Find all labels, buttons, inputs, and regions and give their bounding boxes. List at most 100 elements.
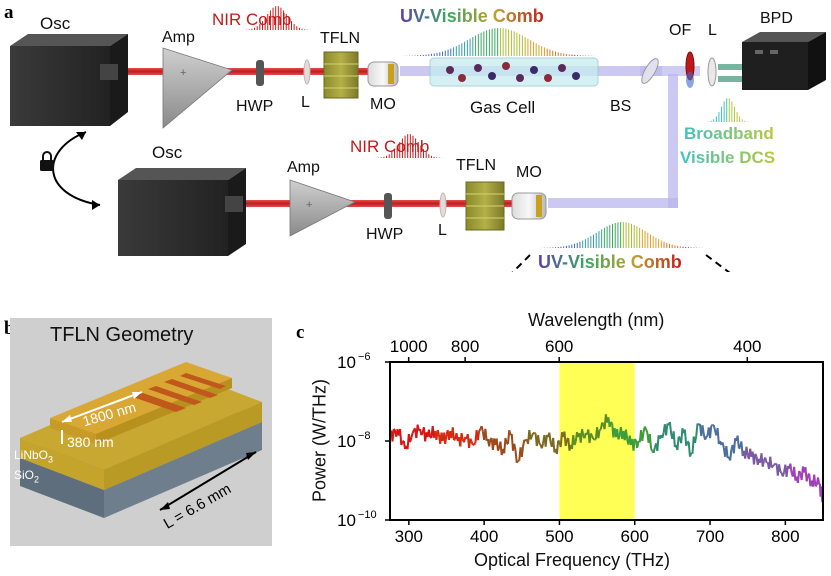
spectrum-segment: [589, 432, 593, 437]
spectrum-segment: [725, 445, 729, 459]
spectrum-segment: [643, 426, 647, 430]
top-tick-label: 1000: [390, 337, 428, 356]
hwp-bottom-label: HWP: [366, 226, 404, 243]
balanced-photodetector: [742, 32, 826, 90]
lens-right: [707, 57, 717, 87]
nir-comb-top-label: NIR Comb: [212, 10, 292, 29]
spectrum-segment: [738, 446, 741, 450]
nir-comb-spectrum-top: [243, 6, 311, 30]
spectrum-segment: [557, 439, 561, 443]
x-tick-label: 700: [696, 527, 724, 546]
dcs-label-line2: Visible DCS: [680, 148, 776, 167]
spectrum-segment: [488, 438, 492, 447]
spectrum-segment: [537, 435, 541, 444]
spectrum-segment: [693, 436, 698, 444]
spectrum-segment: [453, 438, 456, 441]
spectrum-segment: [770, 465, 774, 469]
x-tick-label: 500: [545, 527, 573, 546]
svg-text:+: +: [306, 199, 312, 211]
panel-c-letter: c: [296, 322, 305, 343]
spectrum-segment: [601, 421, 605, 425]
bs-label: BS: [610, 98, 632, 115]
spectrum-segment: [648, 433, 653, 449]
oscillator-top: [10, 34, 128, 126]
nir-comb-spectrum-bottom: [375, 134, 443, 158]
x-tick-label: 800: [771, 527, 799, 546]
spectrum-segment: [695, 423, 699, 437]
spectrum-segment: [798, 470, 802, 474]
nir-comb-bottom-label: NIR Comb: [350, 137, 430, 156]
spectrum-segment: [520, 446, 525, 457]
amp-bottom-label: Amp: [287, 159, 320, 176]
spectrum-segment: [436, 429, 440, 436]
spectrum-segment: [624, 429, 629, 440]
microscope-objective-bottom: [511, 192, 547, 220]
spectrum-segment: [555, 440, 560, 455]
tfln-thickness-label: 380 nm: [67, 434, 114, 450]
panel-b-letter: b: [4, 318, 15, 340]
spectrum-segment: [597, 429, 601, 439]
x-axis-label: Optical Frequency (THz): [474, 550, 671, 570]
spectrum-segment: [617, 435, 621, 440]
detector-green-beam-2: [718, 76, 742, 82]
spectrum-segment: [399, 428, 403, 446]
spectrum-segment: [444, 434, 448, 445]
tfln-geometry-title: TFLN Geometry: [50, 324, 194, 346]
spectrum-segment: [573, 441, 577, 446]
spectrum-segment: [480, 425, 484, 432]
spectrum-segment: [632, 438, 636, 451]
spectrum-segment: [495, 438, 499, 451]
spectrum-segment: [754, 453, 758, 457]
spectrum-segment: [469, 438, 473, 442]
bpd-label: BPD: [760, 10, 793, 27]
substrate-material-sub: 2: [34, 474, 40, 485]
spectrum-segment: [400, 440, 404, 446]
spectrum-segment: [656, 435, 660, 452]
spectrum-segment: [805, 475, 809, 482]
spectrum-segment: [451, 427, 456, 441]
lock-icon: [40, 151, 54, 171]
spectrum-segment: [672, 431, 676, 448]
spectrum-segment: [645, 428, 649, 433]
spectrum-segment: [538, 442, 542, 446]
spectrum-segment: [813, 474, 817, 487]
spectrum-segment: [410, 432, 414, 438]
amplifier-top: +: [162, 47, 233, 129]
spectrum-segment: [814, 484, 818, 488]
spectrum-segment: [540, 442, 545, 449]
top-tick-label: 800: [451, 337, 479, 356]
optical-setup-diagram: + +: [10, 6, 826, 272]
x-tick-label: 300: [395, 527, 423, 546]
spectrum-segment: [652, 447, 656, 454]
spectrum-segment: [710, 424, 713, 427]
spectrum-segment: [736, 435, 740, 449]
spectrum-segment: [592, 438, 595, 441]
spectrum-segment: [552, 437, 556, 453]
hwp-top-label: HWP: [236, 98, 274, 115]
substrate-material-text: SiO: [14, 468, 35, 482]
lens-bottom-label: L: [438, 222, 447, 239]
spectrum-segment: [712, 424, 717, 431]
spectrum-segment: [476, 430, 481, 441]
mo-bottom-label: MO: [516, 164, 542, 181]
spectrum-segment: [581, 428, 585, 436]
hwp-bottom: [384, 193, 392, 219]
spectrum-segment: [709, 425, 713, 439]
uv-comb-spectrum-top: [403, 28, 595, 56]
y-tick-exponent: −6: [358, 351, 371, 363]
bottom-uv-beam: [548, 198, 678, 208]
panel-a-letter: a: [4, 2, 14, 23]
spectrum-segment: [484, 428, 488, 441]
lens-top-label: L: [301, 94, 310, 111]
y-tick-label: 10: [337, 432, 356, 451]
lens-right-label: L: [708, 22, 717, 39]
spectrum-segment: [460, 432, 464, 440]
uv-comb-bottom-label: UV-Visible Comb: [538, 252, 682, 272]
osc-bottom-label: Osc: [152, 143, 183, 162]
spectrum-segment: [781, 472, 786, 477]
spectrum-segment: [641, 431, 645, 442]
spectrum-segment: [548, 432, 552, 443]
mo-top-label: MO: [370, 96, 396, 113]
spectrum-segment: [701, 425, 705, 435]
